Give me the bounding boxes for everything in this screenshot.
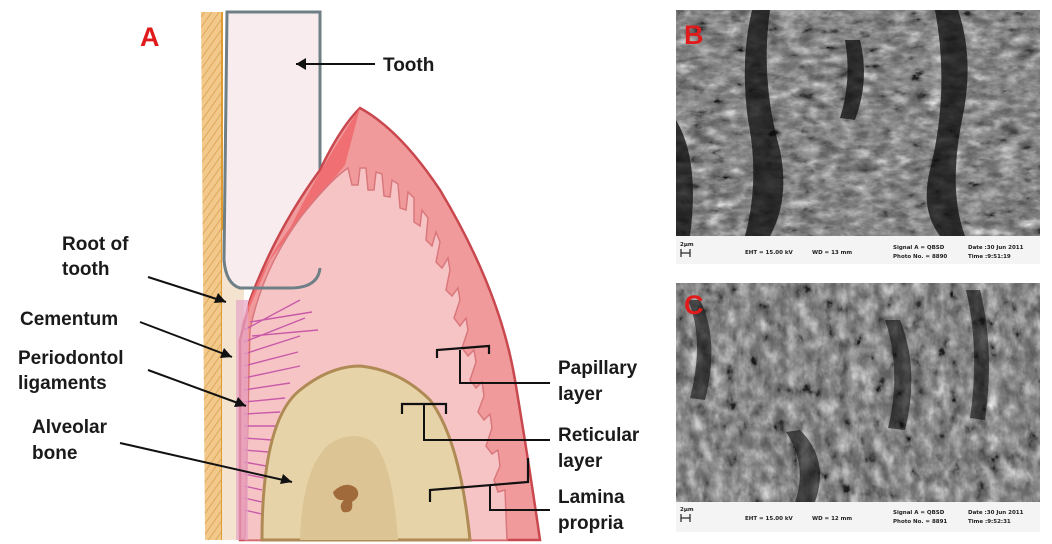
label-lamina-line2: propria — [558, 513, 624, 534]
panel-a-letter: A — [140, 22, 160, 52]
panel-b-wd: WD = 13 mm — [812, 250, 852, 256]
panel-c-letter: C — [684, 290, 704, 320]
panel-b-signal: Signal A = QBSD — [893, 245, 945, 251]
ligament-band — [236, 300, 248, 540]
panel-c-sem-image — [676, 283, 1040, 532]
label-reticular-line2: layer — [558, 451, 603, 472]
panel-b-date: Date :30 Jun 2011 — [968, 245, 1024, 251]
panel-b-sem-image — [676, 10, 1040, 264]
panel-c-eht: EHT = 15.00 kV — [745, 516, 794, 522]
label-root-line2: tooth — [62, 259, 109, 280]
label-papillary-line2: layer — [558, 384, 603, 405]
panel-b-eht: EHT = 15.00 kV — [745, 250, 794, 256]
panel-a-illustration — [201, 12, 540, 540]
panel-c-info-bar — [676, 502, 1040, 532]
panel-c-date: Date :30 Jun 2011 — [968, 510, 1024, 516]
panel-b-scale: 2µm — [680, 242, 694, 248]
label-root-line1: Root of — [62, 234, 129, 255]
label-reticular-line1: Reticular — [558, 425, 640, 446]
panel-c-wd: WD = 12 mm — [812, 516, 852, 522]
enamel-strip — [201, 12, 222, 540]
label-papillary-line1: Papillary — [558, 358, 638, 379]
panel-b-time: Time :9:51:19 — [968, 254, 1011, 260]
panel-b-letter: B — [684, 20, 704, 50]
panel-c-photo: Photo No. = 8891 — [893, 519, 947, 525]
label-bone-line1: Alveolar — [32, 417, 108, 438]
panel-b-photo: Photo No. = 8890 — [893, 254, 947, 260]
label-tooth: Tooth — [383, 55, 434, 76]
label-bone-line2: bone — [32, 443, 77, 464]
label-ligaments-line2: ligaments — [18, 373, 107, 394]
panel-c-scale: 2µm — [680, 507, 694, 513]
label-ligaments-line1: Periodontol — [18, 348, 124, 369]
label-cementum: Cementum — [20, 309, 118, 330]
panel-c-time: Time :9:52:31 — [968, 519, 1011, 525]
label-lamina-line1: Lamina — [558, 487, 625, 508]
panel-c-signal: Signal A = QBSD — [893, 510, 945, 516]
